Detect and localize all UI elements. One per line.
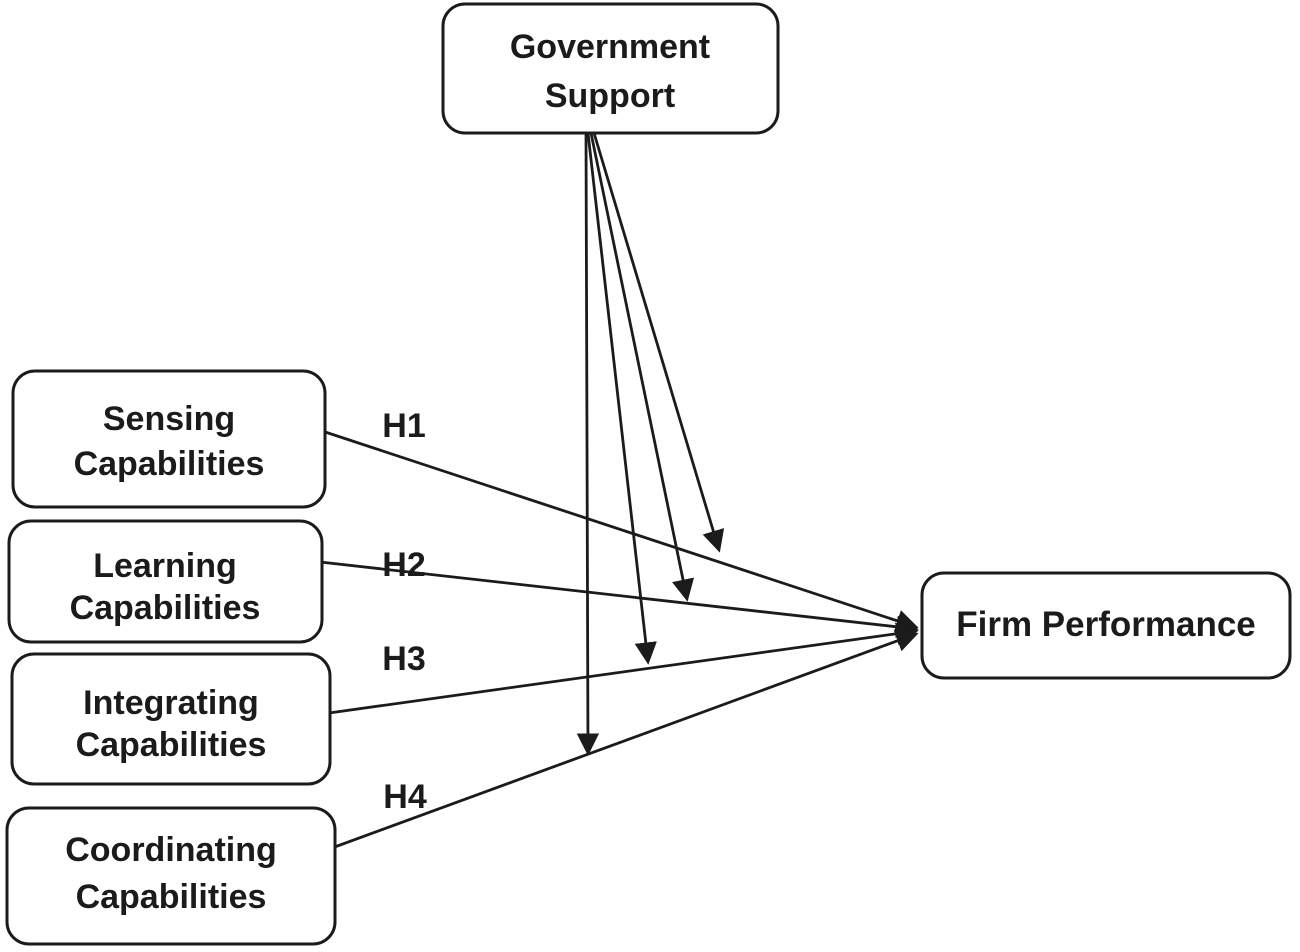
coordinating-capabilities-box xyxy=(5,806,337,946)
node-government-support: Government Support xyxy=(441,2,780,135)
node-sensing-capabilities: Sensing Capabilities xyxy=(11,369,327,509)
edge-h1 xyxy=(315,427,919,632)
moderation-arrow-h3 xyxy=(586,132,657,665)
government-support-label-line1: Government xyxy=(510,28,710,66)
moderation-edges xyxy=(576,132,725,756)
moderation-arrow-h2 xyxy=(589,132,695,602)
learning-capabilities-label-line2: Capabilities xyxy=(70,589,261,627)
node-integrating-capabilities: Integrating Capabilities xyxy=(10,652,332,786)
edge-label-h4: H4 xyxy=(383,778,427,816)
node-coordinating-capabilities: Coordinating Capabilities xyxy=(5,806,337,946)
edge-label-h1: H1 xyxy=(382,407,425,445)
edge-label-h2: H2 xyxy=(382,546,425,584)
h4-arrow xyxy=(320,630,919,854)
integrating-capabilities-label-line2: Capabilities xyxy=(76,726,267,764)
coordinating-capabilities-label-line2: Capabilities xyxy=(76,878,267,916)
h3-arrow xyxy=(328,622,919,715)
government-support-box xyxy=(441,2,780,135)
firm-performance-label: Firm Performance xyxy=(956,605,1256,644)
integrating-capabilities-box xyxy=(10,652,332,786)
h2-arrow xyxy=(319,560,919,638)
learning-capabilities-box xyxy=(7,519,324,644)
edge-h3 xyxy=(328,622,919,715)
firm-performance-box xyxy=(920,571,1292,680)
sensing-capabilities-label-line1: Sensing xyxy=(103,400,235,438)
edge-label-h3: H3 xyxy=(382,640,425,678)
integrating-capabilities-label-line1: Integrating xyxy=(83,684,259,722)
node-firm-performance: Firm Performance xyxy=(920,571,1292,680)
moderation-arrow-h4 xyxy=(576,132,600,756)
moderation-arrow-h1 xyxy=(592,132,725,553)
sensing-capabilities-box xyxy=(11,369,327,509)
sensing-capabilities-label-line2: Capabilities xyxy=(74,445,265,483)
coordinating-capabilities-label-line1: Coordinating xyxy=(65,831,277,869)
learning-capabilities-label-line1: Learning xyxy=(93,547,237,585)
node-learning-capabilities: Learning Capabilities xyxy=(7,519,324,644)
h1-arrow xyxy=(315,427,919,632)
edge-h2 xyxy=(319,560,919,638)
edge-h4 xyxy=(320,630,919,854)
government-support-label-line2: Support xyxy=(545,77,675,115)
